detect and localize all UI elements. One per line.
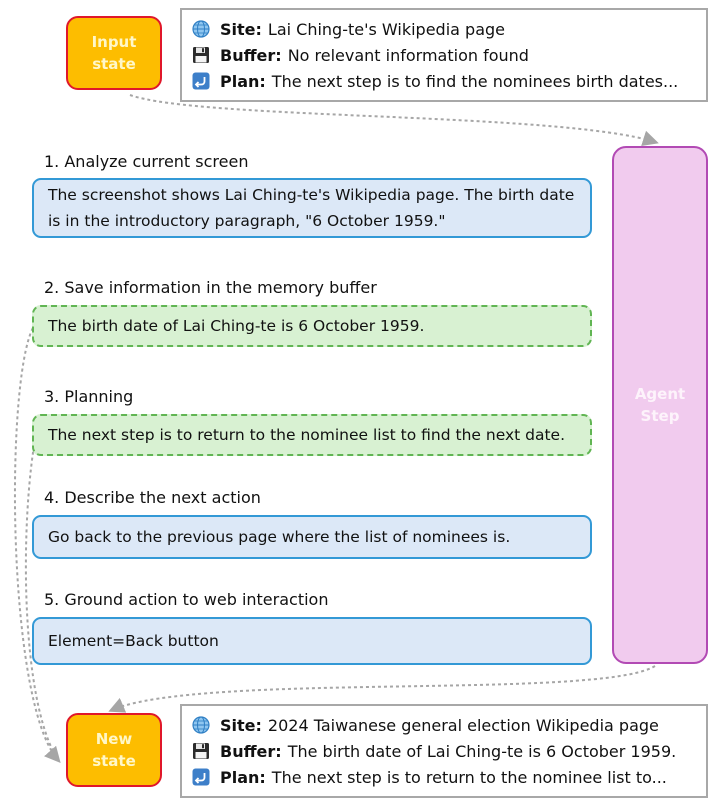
input-info-box: Site: Lai Ching-te's Wikipedia page Buff…: [180, 8, 708, 102]
step-2-box: The birth date of Lai Ching-te is 6 Octo…: [32, 305, 592, 347]
input-plan-row: Plan: The next step is to find the nomin…: [190, 68, 698, 94]
return-arrow-icon: [190, 767, 212, 787]
input-plan-label: Plan:: [220, 71, 266, 91]
input-state-label: Input state: [91, 33, 137, 73]
arrow-memory-to-new-state: [14, 322, 61, 764]
new-plan-row: Plan: The next step is to return to the …: [190, 764, 698, 790]
input-site-row: Site: Lai Ching-te's Wikipedia page: [190, 16, 698, 42]
return-arrow-icon: [190, 71, 212, 91]
new-site-row: Site: 2024 Taiwanese general election Wi…: [190, 712, 698, 738]
input-buffer-value: No relevant information found: [287, 45, 529, 65]
new-state-label: New state: [92, 730, 136, 770]
step-3-box: The next step is to return to the nomine…: [32, 414, 592, 456]
new-info-box: Site: 2024 Taiwanese general election Wi…: [180, 704, 708, 798]
floppy-disk-icon: [190, 45, 212, 65]
step-1-box: The screenshot shows Lai Ching-te's Wiki…: [32, 178, 592, 238]
step-3-text: The next step is to return to the nomine…: [48, 426, 566, 444]
step-1-title: 1. Analyze current screen: [44, 152, 249, 171]
globe-icon: [190, 715, 212, 735]
arrow-agent-to-new-state: [108, 665, 656, 713]
new-site-value: 2024 Taiwanese general election Wikipedi…: [267, 715, 659, 735]
new-state-node: New state: [66, 713, 162, 787]
step-3-title: 3. Planning: [44, 387, 134, 406]
step-1-text: The screenshot shows Lai Ching-te's Wiki…: [48, 186, 575, 230]
floppy-disk-icon: [190, 741, 212, 761]
step-5-text: Element=Back button: [48, 632, 219, 650]
input-site-value: Lai Ching-te's Wikipedia page: [267, 19, 505, 39]
step-5-box: Element=Back button: [32, 617, 592, 665]
step-5-title: 5. Ground action to web interaction: [44, 590, 329, 609]
new-plan-label: Plan:: [220, 767, 266, 787]
agent-step-node: Agent Step: [612, 146, 708, 664]
arrow-planning-to-new-state: [24, 433, 59, 761]
step-2-title: 2. Save information in the memory buffer: [44, 278, 377, 297]
new-plan-value: The next step is to return to the nomine…: [271, 767, 667, 787]
step-4-text: Go back to the previous page where the l…: [48, 528, 511, 546]
input-buffer-row: Buffer: No relevant information found: [190, 42, 698, 68]
new-buffer-row: Buffer: The birth date of Lai Ching-te i…: [190, 738, 698, 764]
arrow-input-to-agent: [129, 94, 659, 147]
new-buffer-value: The birth date of Lai Ching-te is 6 Octo…: [287, 741, 677, 761]
input-site-label: Site:: [220, 19, 262, 39]
agent-step-label: Agent Step: [634, 385, 686, 425]
globe-icon: [190, 19, 212, 39]
step-4-box: Go back to the previous page where the l…: [32, 515, 592, 559]
input-buffer-label: Buffer:: [220, 45, 282, 65]
new-site-label: Site:: [220, 715, 262, 735]
new-buffer-label: Buffer:: [220, 741, 282, 761]
step-2-text: The birth date of Lai Ching-te is 6 Octo…: [48, 317, 425, 335]
input-state-node: Input state: [66, 16, 162, 90]
input-plan-value: The next step is to find the nominees bi…: [271, 71, 679, 91]
step-4-title: 4. Describe the next action: [44, 488, 261, 507]
